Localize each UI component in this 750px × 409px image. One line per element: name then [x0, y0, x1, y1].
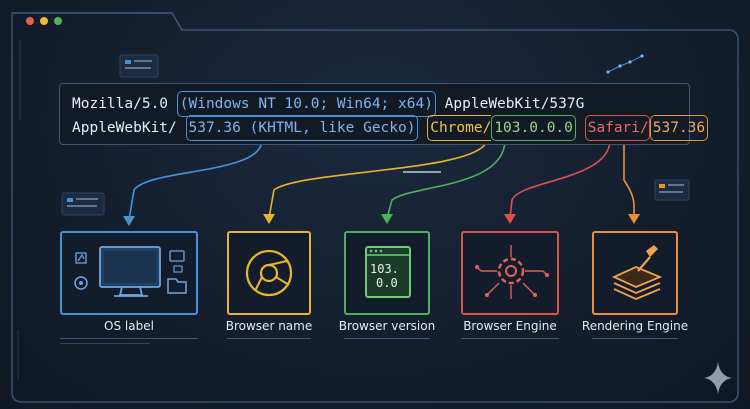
card-os-subline: [60, 343, 150, 344]
card-engine-label: Browser Engine: [463, 319, 557, 333]
window-minimize-dot[interactable]: [40, 17, 48, 25]
sparkle-icon: [704, 362, 732, 394]
decor-widget-top: [119, 54, 159, 78]
connector-rendering: [623, 140, 635, 218]
card-rendering-label: Rendering Engine: [581, 319, 689, 333]
ua-version-segment: 103.0.0.0: [491, 115, 576, 141]
connector-engine: [509, 139, 611, 219]
card-os: [60, 231, 198, 315]
tab-frame: [12, 12, 183, 31]
connector-version: [386, 139, 506, 219]
card-version-underline: [344, 338, 430, 339]
window-frame: [11, 12, 739, 403]
card-version-label: Browser version: [338, 319, 436, 333]
card-version: 103. 0.0: [344, 231, 430, 315]
decor-widget-right: [654, 179, 690, 201]
ua-safari-segment: Safari/: [584, 115, 650, 141]
window-close-dot[interactable]: [26, 17, 34, 25]
user-agent-line-2: AppleWebKit/ 537.36 (KHTML, like Gecko) …: [72, 115, 709, 141]
ua-prefix: Mozilla/5.0: [72, 96, 177, 112]
card-browser: [227, 231, 311, 315]
ua-webkit-prefix: AppleWebKit/: [72, 120, 186, 136]
card-engine: [461, 231, 559, 315]
desktop-monitor-icon: [74, 246, 187, 297]
version-number-line-1: 103.: [370, 262, 399, 276]
ua-engine-segment: 537.36 (KHTML, like Gecko): [185, 115, 419, 141]
card-rendering-underline: [592, 338, 678, 339]
decor-widget-left: [61, 192, 105, 216]
ua-webkit-segment: AppleWebKit/537G: [435, 96, 585, 112]
card-rendering: [592, 231, 678, 315]
version-window-icon: [365, 246, 411, 298]
ua-safari-version-segment: 537.36: [649, 115, 709, 141]
card-os-underline: [60, 338, 198, 339]
paint-layers-icon: [611, 245, 663, 300]
decor-sparkline: [606, 54, 644, 74]
chrome-logo-icon: [245, 249, 293, 297]
ua-os-segment: (Windows NT 10.0; Win64; x64): [176, 91, 436, 117]
connector-os: [128, 139, 263, 221]
card-engine-underline: [461, 338, 559, 339]
ua-chrome-segment: Chrome/: [427, 115, 492, 141]
card-os-label: OS label: [104, 319, 154, 333]
user-agent-line-1: Mozilla/5.0 (Windows NT 10.0; Win64; x64…: [72, 91, 585, 117]
version-number-line-2: 0.0: [376, 276, 398, 290]
connector-browser: [268, 139, 488, 219]
card-browser-underline: [227, 338, 311, 339]
window-maximize-dot[interactable]: [54, 17, 62, 25]
gear-circuit-icon: [475, 245, 549, 299]
card-browser-label: Browser name: [225, 319, 313, 333]
